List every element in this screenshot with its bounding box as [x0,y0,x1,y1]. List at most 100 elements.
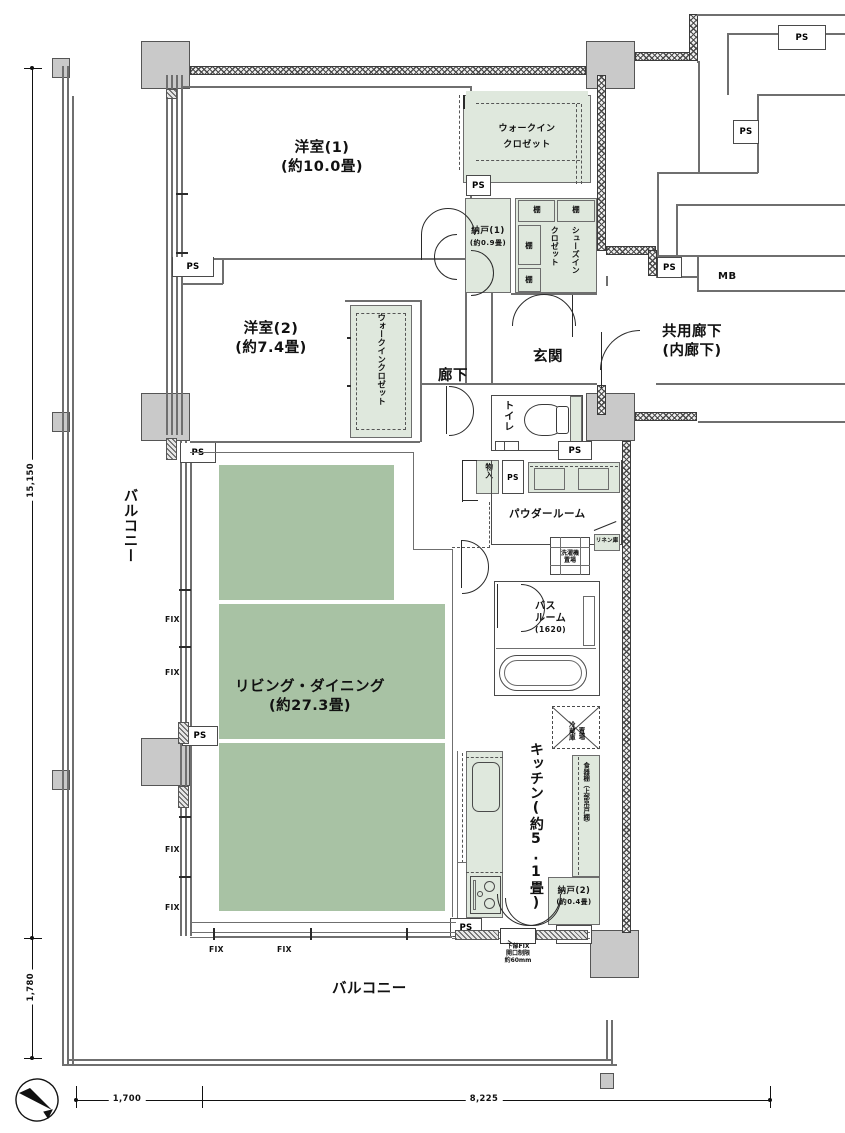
room-label-living-dining: リビング・ダイニング (約27.3畳) [235,679,385,714]
room-label-walk-in-closet: ウォークイン クロゼット [498,124,556,150]
kitchen-sink [472,762,500,812]
linen-cabinet [594,534,620,551]
ps-shaft-box: PS [502,460,524,494]
storage-closet-label: 物入 [484,463,494,479]
structural-column [141,738,190,786]
shelf-label: 棚 [533,205,541,214]
fix-window-label: FIX [165,903,180,912]
column-marker [52,58,70,78]
dimension-line-bottom [76,1100,770,1101]
fix-window-label: FIX [277,945,292,954]
ps-shaft-box: PS [733,120,759,144]
room-label-bath: バス ルーム (1620) [535,601,567,634]
exterior-wall-top [190,66,586,75]
structural-column [586,41,635,89]
dimension-label-bottom-right: 8,225 [465,1093,503,1104]
fix-window-label: FIX [165,615,180,624]
closet-label: ウォークインクロゼット [376,313,387,406]
door-swing-arc [449,386,474,436]
living-floor-area-upper [219,465,394,600]
ps-label: PS [193,731,207,741]
room-label-bedroom-2: 洋室(2) (約7.4畳) [235,321,307,356]
washer-label: 洗濯機 置場 [560,550,580,564]
room-label-bedroom-1: 洋室(1) (約10.0畳) [280,140,364,175]
exterior-wall-right-upper [689,14,698,61]
toilet-tank [556,406,569,434]
ps-shaft-box: PS [778,25,826,50]
room-label-kitchen: キッチン(約5.1畳) [527,742,544,912]
shoe-in-closet-label: シューズイン [571,226,581,274]
closet-shelf-dashed [356,313,406,430]
linen-label: リネン庫 [595,538,619,544]
bath-room [494,581,600,696]
ps-shaft-box: PS [172,257,214,277]
ps-shaft-box: PS [558,441,592,460]
cupboard [572,755,600,877]
ps-label: PS [662,262,677,273]
burner [484,881,495,892]
room-label-entrance: 玄関 [533,349,563,365]
cupboard-label: 食器棚（上部吊戸棚） [582,762,591,826]
exterior-wall-east [622,441,631,933]
dimension-line-left [32,68,33,938]
toilet-room [491,395,583,451]
exterior-wall-top-right [635,52,697,61]
closet-label: クロゼット [550,226,560,266]
exterior-wall-corridor [597,385,606,415]
cooktop-rail [473,880,476,910]
exterior-wall-right [597,75,606,251]
room-label-storage-2: 納戸(2) (約0.4畳) [556,885,592,906]
shelf-unit [557,200,595,222]
shelf-label: 棚 [525,241,533,250]
shelf-unit [518,225,541,265]
dimension-label-left-short: 1,780 [25,970,36,1005]
room-label-mb: MB [718,271,737,282]
room-label-toilet: トイレ [501,400,513,432]
living-floor-area-lower [219,743,445,911]
shelf-unit [518,268,541,292]
dimension-label-left-long: 15,150 [25,460,36,501]
ps-shaft-box: PS [657,257,682,278]
room-label-hallway: 廊下 [438,368,468,384]
shelf-label: 棚 [525,275,533,284]
ps-shaft-box: PS [466,175,491,196]
balcony-label-bottom: バルコニー [332,981,407,997]
room-label-common-corridor: 共用廊下 (内廊下) [662,324,722,359]
fix-window-label: FIX [165,668,180,677]
sink-basin [578,468,609,490]
refrigerator-label: 冷蔵庫 置場 [567,721,586,741]
ps-label: PS [507,472,519,482]
sliding-door-panel [500,928,536,944]
fix-window-label: FIX [165,845,180,854]
walk-in-closet-bedroom2 [350,305,412,438]
ps-label: PS [739,127,753,137]
ps-label: PS [186,261,200,272]
exterior-wall-right3 [648,250,657,276]
living-floor-area-middle [219,604,445,739]
burner [484,898,495,909]
ps-label: PS [459,922,473,933]
bathtub-inner [504,660,582,686]
ps-label: PS [471,180,486,191]
washer-space [550,537,590,575]
structural-column [586,393,635,441]
room-label-powder: パウダールーム [509,508,586,520]
burner [477,891,483,897]
ps-shaft-box: PS [182,726,218,746]
ps-label: PS [795,32,809,43]
column-marker [600,1073,614,1089]
fix-window-label: FIX [209,945,224,954]
compass-rose [14,1078,62,1124]
sink-basin [534,468,565,490]
column-marker [52,412,70,432]
ps-label: PS [568,445,582,456]
bath-shelf [583,596,595,646]
structural-column [141,41,190,89]
room-label-storage-1: 納戸(1) (約0.9畳) [469,226,507,247]
dimension-label-bottom-left: 1,700 [108,1093,146,1104]
storage-closet [476,460,499,494]
exterior-wall-corridor2 [635,412,697,421]
walk-in-closet-main [463,95,591,183]
shelf-label: 棚 [572,205,580,214]
